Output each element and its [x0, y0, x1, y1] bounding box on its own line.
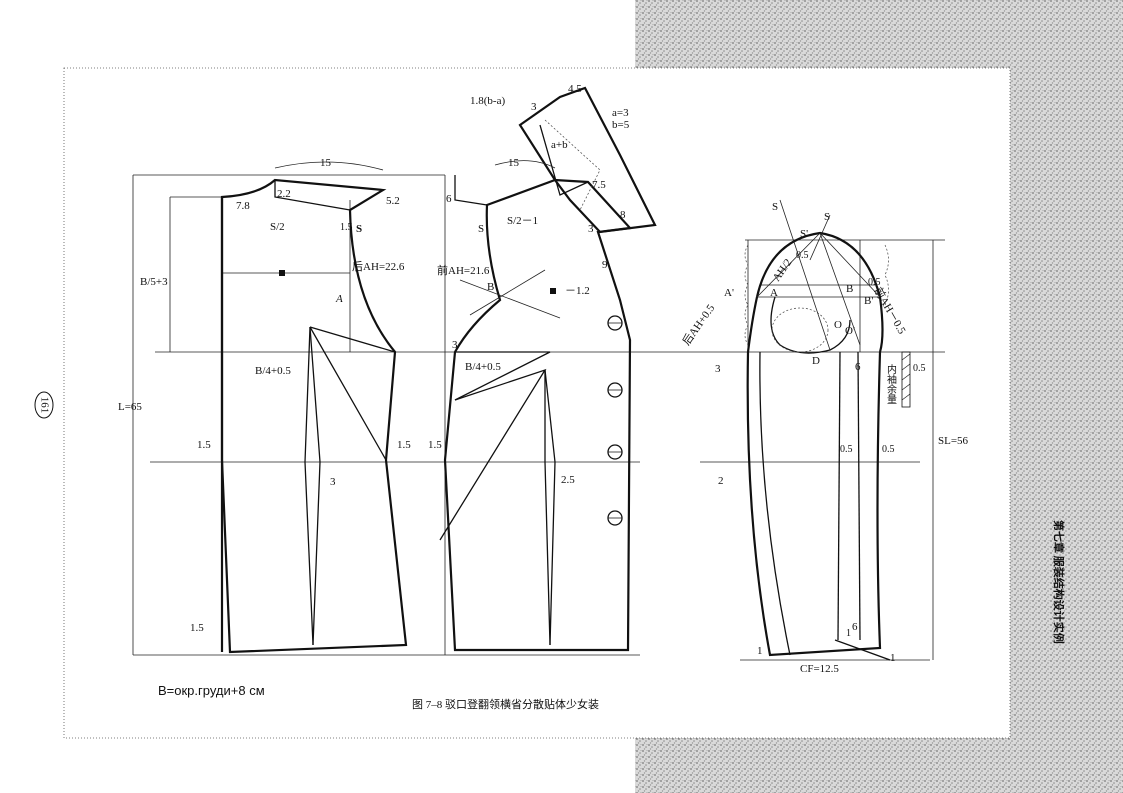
sleeve-d: D	[812, 355, 820, 367]
figure-caption: 图 7–8 驳口登翻领横省分散贴体少女装	[412, 697, 599, 711]
bust-back: B/4+0.5	[255, 365, 291, 377]
lapel-8: 8	[620, 209, 626, 221]
point-a: A	[335, 293, 343, 305]
sleeve-s-left: S	[772, 201, 778, 213]
sleeve-b-prime: B'	[864, 295, 873, 307]
sleeve-elbow-0-5-a: 0.5	[840, 444, 853, 455]
back-shoulder-label: S/2	[270, 221, 285, 233]
lapel-9: 9	[602, 259, 608, 271]
sleeve-length: SL=56	[938, 435, 969, 447]
sleeve-six: 6	[855, 361, 861, 373]
sleeve-one-left: 1	[757, 645, 763, 657]
front-dart-3: 3	[452, 339, 458, 351]
front-top-width: 15	[508, 157, 520, 169]
waist-front-1-5: 1.5	[428, 439, 442, 451]
sleeve-cuff: CF=12.5	[800, 663, 839, 675]
sleeve-top-0-5: 0.5	[796, 250, 809, 261]
back-1-5: 1.5	[340, 222, 353, 233]
front-shoulder-s: S	[478, 223, 484, 235]
back-neck-depth: 2.2	[277, 188, 291, 200]
sleeve-right-0-5: 0.5	[868, 277, 881, 288]
sleeve-two: 2	[718, 475, 724, 487]
back-top-width: 15	[320, 157, 332, 169]
sleeve-elbow-0-5-b: 0.5	[882, 444, 895, 455]
armhole-depth: B/5+3	[140, 276, 168, 288]
sleeve-a-prime: A'	[724, 287, 734, 299]
button-markers	[607, 315, 623, 526]
length: L=65	[118, 401, 142, 413]
back-neck-width: 7.8	[236, 200, 250, 212]
page-number: 161	[34, 391, 54, 419]
back-shoulder-s: S	[356, 223, 362, 235]
front-shoulder-label: S/2－1	[507, 215, 538, 227]
collar-b: b=5	[612, 119, 630, 131]
formula-note: B=окр.груди+8 см	[158, 683, 265, 698]
bodice-pattern: 15 15 2.2 7.8 5.2 S/2 S 1.5 6 S S/2－1 B/…	[118, 83, 657, 656]
sleeve-one-hem: 1	[846, 628, 851, 639]
collar-4-5: 4.5	[568, 83, 582, 95]
point-b: B	[487, 281, 494, 293]
sleeve-one-right: 1	[890, 652, 896, 664]
sleeve-side-0-5: 0.5	[913, 363, 926, 374]
waist-left-1-5: 1.5	[197, 439, 211, 451]
waist-mid-1-5: 1.5	[397, 439, 411, 451]
collar-a: a=3	[612, 107, 629, 119]
page-frame	[63, 67, 1011, 739]
lapel-7-5: 7.5	[592, 179, 606, 191]
collar-3: 3	[531, 101, 537, 113]
hem-left-1-5: 1.5	[190, 622, 204, 634]
dart-3: 3	[330, 476, 336, 488]
sleeve-s-prime: S'	[800, 228, 808, 240]
back-shoulder-slope: 5.2	[386, 195, 400, 207]
sleeve-a: A	[770, 287, 778, 299]
sleeve-three: 3	[715, 363, 721, 375]
lapel-3: 3	[588, 223, 594, 235]
front-slope-6: 6	[446, 193, 452, 205]
front-ah: 前AH=21.6	[437, 263, 490, 277]
textured-margin	[635, 0, 1123, 793]
sleeve-o: O	[834, 319, 842, 331]
back-ah: 后AH=22.6	[352, 260, 405, 273]
collar-formula: 1.8(b-a)	[470, 95, 505, 107]
collar-ab: a+b	[551, 139, 568, 151]
dart-2-5: 2.5	[561, 474, 575, 486]
sleeve-o-prime: O'	[845, 325, 855, 337]
sleeve-inner-allowance-1: 内袖余量	[885, 363, 897, 404]
chapter-side-text: 第七章 服装结构设计实例	[1052, 520, 1066, 644]
bust-front: B/4+0.5	[465, 361, 501, 373]
sleeve-b: B	[846, 283, 853, 295]
sleeve-s-right: S	[824, 211, 830, 223]
sleeve-six-hem: 6	[852, 621, 858, 633]
svg-text:161: 161	[38, 397, 50, 414]
front-minus: －1.2	[565, 285, 590, 297]
